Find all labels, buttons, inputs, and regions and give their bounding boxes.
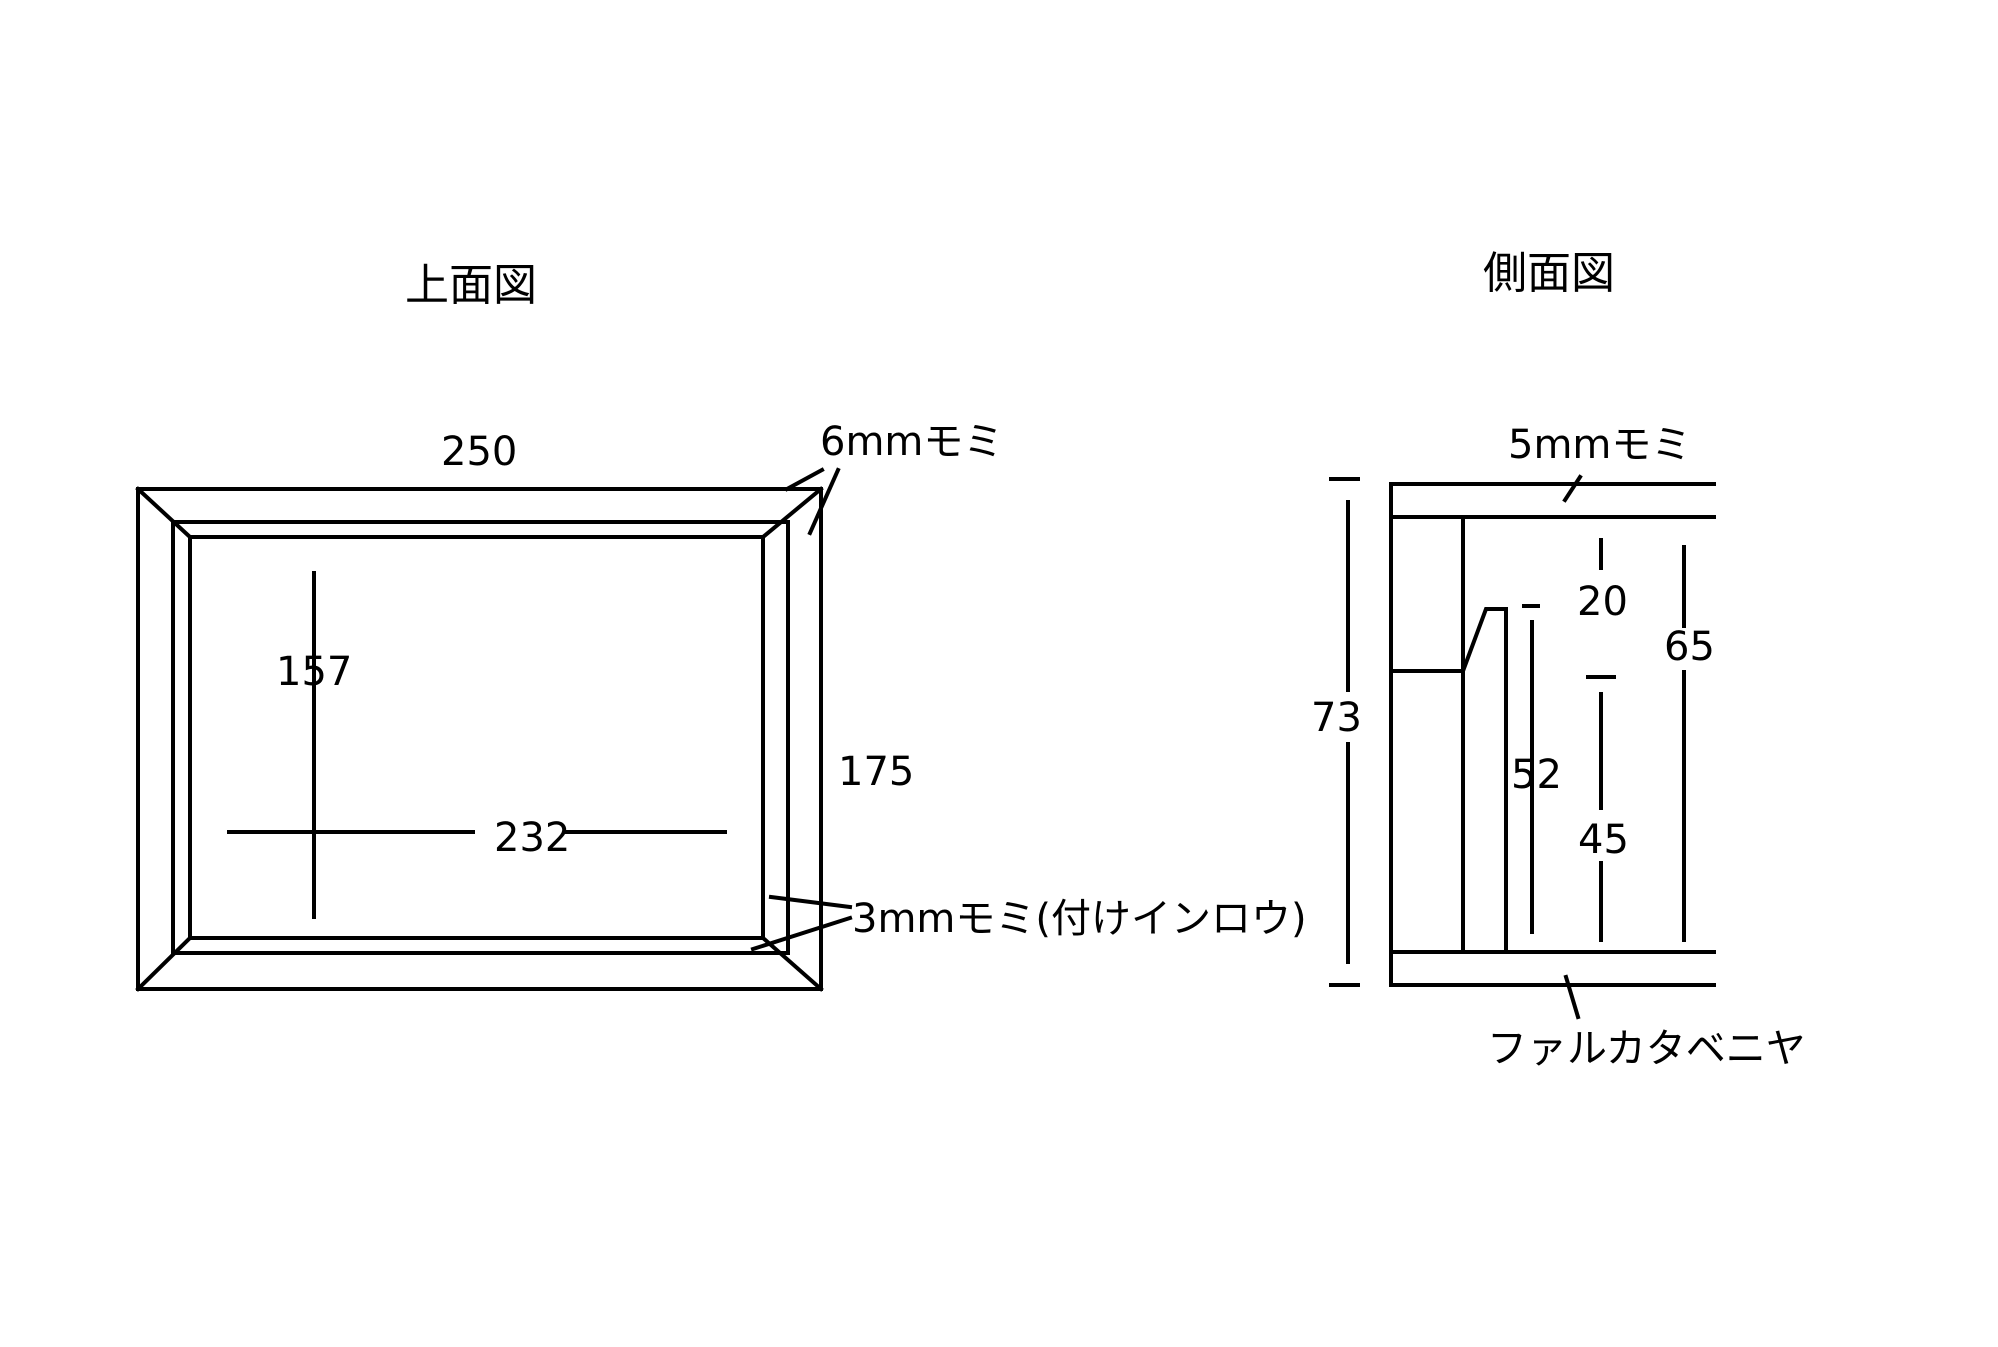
frame-leader-2 — [807, 467, 841, 536]
outer-width-label: 250 — [441, 429, 517, 475]
inner-frame — [188, 535, 765, 940]
side-view: 側面図 5mmモミ 73 20 — [1311, 248, 1806, 1072]
inlay-leader-2 — [750, 915, 853, 952]
dim-65-label: 65 — [1664, 624, 1715, 670]
dim-20-label: 20 — [1577, 579, 1628, 625]
middle-frame — [171, 520, 790, 955]
top-view: 上面図 250 6mmモミ 157 175 232 3mmモミ(付けインロウ) — [135, 260, 1307, 992]
miter-bottom-right — [760, 935, 824, 992]
inlay-material-label: 3mmモミ(付けインロウ) — [852, 896, 1307, 942]
frame-leader-1 — [784, 467, 825, 492]
outer-frame — [136, 487, 823, 991]
body-wall — [1460, 607, 1508, 954]
inner-depth-label: 157 — [276, 649, 352, 695]
top-board-material-label: 5mmモミ — [1508, 422, 1691, 468]
miter-top-left — [135, 486, 193, 540]
inner-width-label: 232 — [494, 815, 570, 861]
miter-top-right — [760, 486, 824, 540]
bottom-board-material-label: ファルカタベニヤ — [1487, 1026, 1806, 1072]
dim-45-label: 45 — [1578, 817, 1629, 863]
side-view-title: 側面図 — [1483, 248, 1615, 299]
bottom-board-leader — [1563, 974, 1581, 1020]
frame-material-label: 6mmモミ — [820, 419, 1003, 465]
inlay-leader-1 — [768, 894, 853, 910]
top-view-title: 上面図 — [405, 260, 537, 311]
outer-depth-label: 175 — [838, 749, 914, 795]
miter-bottom-left — [135, 935, 193, 992]
top-board-leader — [1562, 474, 1583, 503]
dim-52-label: 52 — [1511, 752, 1562, 798]
total-height-label: 73 — [1311, 695, 1362, 741]
